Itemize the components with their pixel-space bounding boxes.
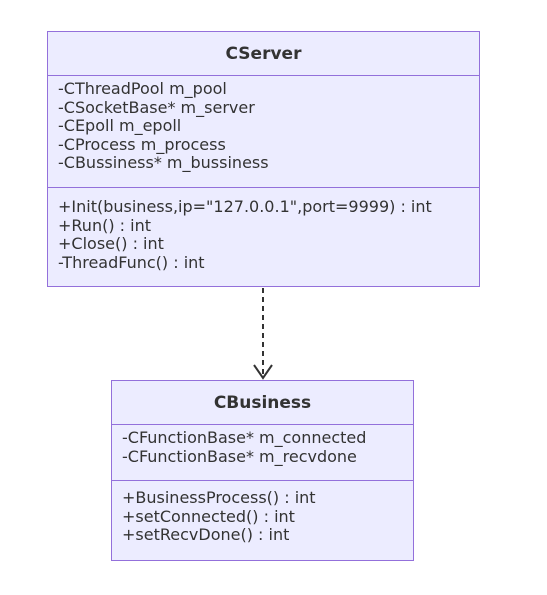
- methods-compartment-cserver: +Init(business,ip="127.0.0.1",port=9999)…: [48, 187, 479, 272]
- class-box-cbusiness[interactable]: CBusiness -CFunctionBase* m_connected -C…: [111, 380, 414, 561]
- class-title-cbusiness: CBusiness: [112, 381, 413, 425]
- attribute: -CThreadPool m_pool: [58, 79, 227, 98]
- attributes-compartment-cserver: -CThreadPool m_pool -CSocketBase* m_serv…: [48, 76, 479, 187]
- method: +Run() : int: [58, 215, 151, 235]
- dependency-arrowhead: [253, 364, 273, 380]
- attribute: -CEpoll m_epoll: [58, 116, 182, 135]
- method: +Close() : int: [58, 234, 164, 253]
- attribute: -CFunctionBase* m_recvdone: [122, 446, 357, 466]
- class-box-cserver[interactable]: CServer -CThreadPool m_pool -CSocketBase…: [47, 31, 480, 287]
- attribute: -CBussiness* m_bussiness: [58, 153, 269, 172]
- class-title-cserver: CServer: [48, 32, 479, 76]
- method: +setRecvDone() : int: [122, 525, 290, 544]
- attribute: -CFunctionBase* m_connected: [122, 428, 367, 447]
- attribute: -CSocketBase* m_server: [58, 97, 255, 117]
- attributes-compartment-cbusiness: -CFunctionBase* m_connected -CFunctionBa…: [112, 425, 413, 480]
- methods-compartment-cbusiness: +BusinessProcess() : int +setConnected()…: [112, 480, 413, 545]
- method: +setConnected() : int: [122, 506, 295, 526]
- method: -ThreadFunc() : int: [58, 252, 205, 272]
- attribute: -CProcess m_process: [58, 134, 226, 154]
- method: +BusinessProcess() : int: [122, 488, 316, 507]
- method: +Init(business,ip="127.0.0.1",port=9999)…: [58, 197, 432, 216]
